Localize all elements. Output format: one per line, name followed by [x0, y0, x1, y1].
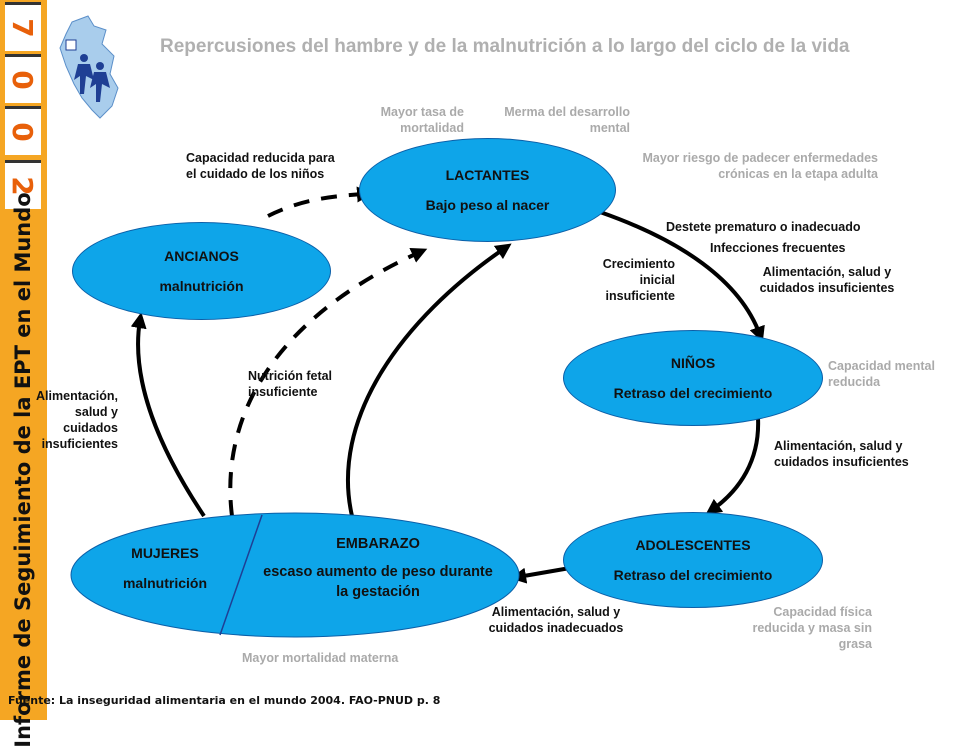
node-divider	[219, 514, 263, 636]
node-ancianos-subtitle: malnutrición	[159, 278, 244, 294]
arrow-mujeres-lactantes-dashed	[228, 248, 428, 517]
arrow-ninos-adolescentes	[705, 417, 761, 515]
label-crecimiento-inicial: Crecimiento inicial insuficiente	[602, 257, 675, 303]
label-alimentacion-ninos: Alimentación, salud y cuidados insuficie…	[774, 439, 909, 469]
label-capacidad-mental: Capacidad mental reducida	[828, 359, 935, 389]
node-adolescentes: ADOLESCENTES Retraso del crecimiento	[563, 512, 823, 608]
source-note: Fuente: La inseguridad alimentaria en el…	[8, 694, 441, 707]
peru-map-children-logo-icon	[59, 15, 119, 119]
label-alimentacion-ancianos: Alimentación, salud y cuidados insuficie…	[36, 389, 118, 451]
arrow-ancianos-lactantes-dashed	[267, 186, 373, 218]
arrow-adolescentes-embarazo	[510, 566, 571, 584]
label-alimentacion-adolescentes: Alimentación, salud y cuidados inadecuad…	[488, 605, 624, 635]
arrow-embarazo-lactantes	[346, 243, 512, 517]
year-digit-box: 0	[5, 106, 41, 155]
node-ninos-subtitle: Retraso del crecimiento	[613, 385, 773, 401]
node-mujeres-subtitle: malnutrición	[122, 575, 207, 591]
node-ninos: NIÑOS Retraso del crecimiento	[563, 330, 823, 426]
label-mortalidad: Mayor tasa de mortalidad	[380, 105, 464, 135]
node-ancianos: ANCIANOS malnutrición	[72, 222, 331, 320]
node-mujeres: MUJERES malnutrición	[90, 528, 240, 608]
node-embarazo-title: EMBARAZO	[336, 536, 420, 552]
label-infecciones: Infecciones frecuentes	[710, 241, 846, 255]
node-lactantes: LACTANTES Bajo peso al nacer	[359, 138, 616, 242]
cycle-arrows	[130, 186, 765, 584]
page-title: Repercusiones del hambre y de la malnutr…	[160, 36, 850, 57]
node-embarazo: EMBARAZO escaso aumento de peso durante …	[262, 524, 494, 614]
node-lactantes-title: LACTANTES	[445, 167, 530, 183]
node-adolescentes-subtitle: Retraso del crecimiento	[613, 567, 773, 583]
label-riesgo-enfermedades: Mayor riesgo de padecer enfermedades cró…	[642, 151, 878, 181]
node-ancianos-title: ANCIANOS	[164, 248, 239, 264]
label-capacidad-fisica: Capacidad física reducida y masa sin gra…	[752, 605, 872, 651]
label-destete: Destete prematuro o inadecuado	[666, 220, 861, 234]
label-merma-desarrollo: Merma del desarrollo mental	[504, 105, 630, 135]
year-digit-box: 2	[5, 160, 41, 209]
label-capacidad-cuidado: Capacidad reducida para el cuidado de lo…	[186, 151, 335, 181]
node-mujeres-embarazo	[70, 512, 520, 638]
node-embarazo-subtitle: escaso aumento de peso durante la gestac…	[263, 564, 493, 600]
sidebar-banner: 7 0 0 2 Informe de Seguimiento de la EPT…	[0, 0, 47, 748]
node-adolescentes-title: ADOLESCENTES	[635, 537, 751, 553]
node-ninos-title: NIÑOS	[670, 355, 716, 371]
node-mujeres-title: MUJERES	[131, 545, 199, 561]
node-lactantes-subtitle: Bajo peso al nacer	[425, 197, 550, 213]
label-mortalidad-materna: Mayor mortalidad materna	[242, 651, 399, 665]
arrow-mujeres-ancianos	[130, 312, 206, 518]
year-digit-box: 7	[5, 2, 41, 51]
arrow-lactantes-ninos	[599, 210, 765, 343]
label-nutricion-fetal: Nutrición fetal insuficiente	[248, 369, 333, 399]
year-digit-box: 0	[5, 54, 41, 103]
label-alimentacion-lactantes: Alimentación, salud y cuidados insuficie…	[759, 265, 895, 295]
